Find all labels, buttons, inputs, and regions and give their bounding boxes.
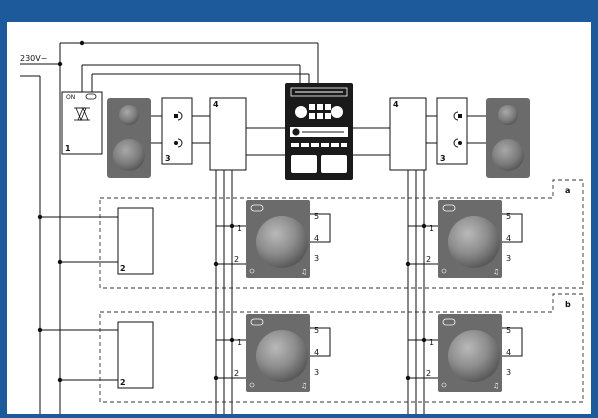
local-unit-number: 2 [120, 264, 126, 273]
dimmer-module: ON 1 [61, 91, 103, 155]
left-speaker [107, 98, 151, 178]
control-panel-terminals [213, 213, 523, 381]
room-b-boundary [99, 293, 584, 403]
relay-number: 4 [393, 100, 399, 109]
dimmer-toggle-icon [85, 93, 97, 100]
svg-text:4: 4 [314, 234, 319, 243]
supply-label: 230V~ [20, 54, 47, 63]
dimmer-on-label: ON [66, 94, 75, 101]
section-label-b: b [565, 300, 571, 309]
control-panel-b-left: ♫ [246, 314, 310, 392]
room-a-boundary [99, 179, 584, 289]
central-audio-unit [285, 83, 353, 180]
right-speaker [486, 98, 530, 178]
svg-text:1: 1 [429, 224, 434, 233]
right-switch-box: 3 [436, 97, 468, 165]
svg-text:4: 4 [314, 348, 319, 357]
svg-text:5: 5 [314, 212, 319, 221]
control-knob-icon [448, 216, 500, 268]
music-note-icon: ♫ [493, 382, 499, 390]
svg-text:1: 1 [237, 338, 242, 347]
svg-text:4: 4 [506, 348, 511, 357]
svg-text:4: 4 [506, 234, 511, 243]
terminal-labels-b-right: 1 2 3 4 5 [426, 326, 511, 378]
left-relay-box: 4 [209, 97, 247, 171]
svg-text:2: 2 [234, 369, 239, 378]
control-panel-a-left: ♫ [246, 200, 310, 278]
music-note-icon: ♫ [301, 268, 307, 276]
control-knob-icon [256, 330, 308, 382]
triac-icon [74, 106, 90, 122]
room-a-local-unit: 2 [117, 207, 154, 275]
svg-text:2: 2 [426, 369, 431, 378]
svg-text:3: 3 [506, 254, 511, 263]
svg-text:3: 3 [314, 254, 319, 263]
control-knob-icon [448, 330, 500, 382]
svg-text:1: 1 [237, 224, 242, 233]
control-panel-a-right: ♫ [438, 200, 502, 278]
svg-text:5: 5 [314, 326, 319, 335]
terminal-labels-a-left: 1 2 3 4 5 [234, 212, 319, 264]
woofer-icon [113, 139, 145, 171]
tweeter-icon [498, 105, 518, 125]
supply-wiring [20, 40, 319, 414]
control-panel-b-right: ♫ [438, 314, 502, 392]
dimmer-number: 1 [65, 144, 71, 153]
left-switch-box: 3 [161, 97, 193, 165]
mode-toggle-icon [442, 204, 456, 212]
mode-toggle-icon [250, 204, 264, 212]
svg-text:5: 5 [506, 212, 511, 221]
control-knob-icon [256, 216, 308, 268]
svg-text:2: 2 [234, 255, 239, 264]
switch-box-number: 3 [440, 154, 446, 163]
woofer-icon [492, 139, 524, 171]
room-b-local-unit: 2 [117, 321, 154, 389]
svg-text:3: 3 [314, 368, 319, 377]
svg-text:3: 3 [506, 368, 511, 377]
svg-text:5: 5 [506, 326, 511, 335]
svg-text:1: 1 [429, 338, 434, 347]
svg-text:2: 2 [426, 255, 431, 264]
bus-wiring [215, 170, 425, 414]
section-label-a: a [565, 186, 570, 195]
terminal-labels-a-right: 1 2 3 4 5 [426, 212, 511, 264]
switch-box-number: 3 [165, 154, 171, 163]
music-note-icon: ♫ [493, 268, 499, 276]
terminal-labels-b-left: 1 2 3 4 5 [234, 326, 319, 378]
mode-toggle-icon [250, 318, 264, 326]
relay-number: 4 [213, 100, 219, 109]
right-relay-box: 4 [389, 97, 427, 171]
mode-toggle-icon [442, 318, 456, 326]
music-note-icon: ♫ [301, 382, 307, 390]
local-unit-number: 2 [120, 378, 126, 387]
tweeter-icon [119, 105, 139, 125]
